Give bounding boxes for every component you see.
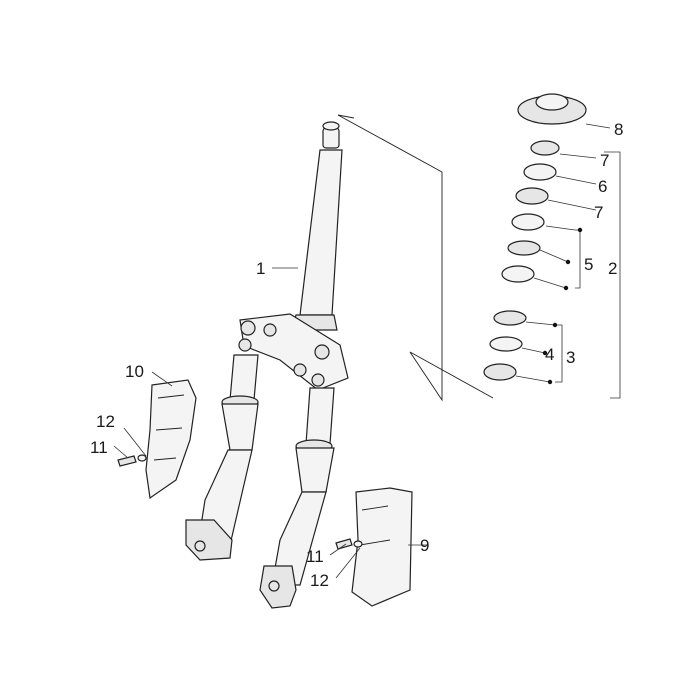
callout-10: 10 [125,362,144,381]
callout-5: 5 [584,255,593,274]
callout-12-left: 12 [96,412,115,431]
right-fork-cover-part [351,487,413,607]
callout-1: 1 [256,259,265,278]
callout-3: 3 [566,348,575,367]
steering-stem-part [291,121,343,331]
fork-crown-part [238,313,349,391]
callout-8: 8 [614,120,623,139]
callout-12-right: 12 [310,571,329,590]
leader-dots [542,227,583,385]
callout-11-right: 11 [306,547,324,566]
callout-labels: 1 2 3 4 5 6 7 7 8 9 10 11 11 12 12 [90,120,623,590]
callout-7-lower: 7 [594,203,603,222]
assembly-guide-lines [337,114,494,402]
callout-11-left: 11 [90,438,108,457]
right-fork-leg [259,387,335,609]
fastener-screw-right [335,538,363,550]
left-fork-leg [185,354,259,561]
callout-9: 9 [420,536,429,555]
callout-4: 4 [545,345,554,364]
callout-2: 2 [608,259,617,278]
headset-stack [483,93,587,381]
fastener-screw-left [117,454,147,467]
leader-lines [113,123,621,579]
callout-7-upper: 7 [600,151,609,170]
callout-6: 6 [598,177,607,196]
left-fork-cover-part [145,379,197,500]
